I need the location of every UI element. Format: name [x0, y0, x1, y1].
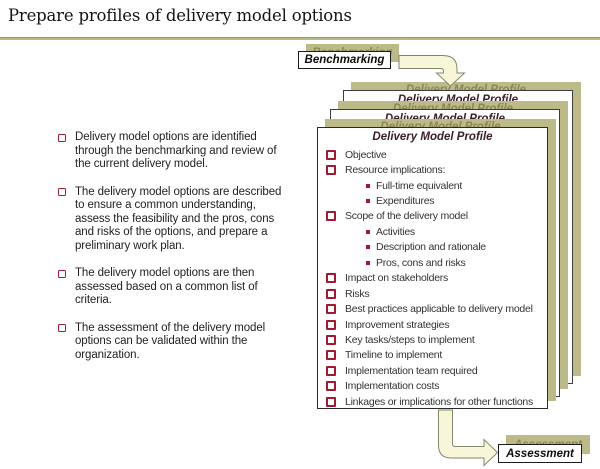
profile-card-item-text: Linkages or implications for other funct…	[345, 395, 534, 408]
left-bullet-text: The assessment of the delivery model opt…	[75, 321, 266, 361]
left-bullet-panel: Delivery model options are identified th…	[58, 131, 290, 376]
profile-card-item-text: Description and rationale	[376, 241, 486, 254]
benchmarking-box: Benchmarking	[298, 51, 391, 69]
square-bullet-icon	[58, 133, 66, 142]
profile-card-item-text: Best practices applicable to delivery mo…	[345, 303, 533, 316]
assessment-label: Assessment	[506, 447, 574, 460]
profile-card-item-text: Resource implications:	[345, 164, 446, 177]
small-square-bullet-icon	[366, 260, 370, 265]
open-square-bullet-icon	[326, 319, 336, 330]
profile-to-assessment-arrow-icon	[438, 409, 499, 467]
profile-card-item-text: Risks	[345, 287, 370, 300]
small-square-bullet-icon	[366, 229, 370, 234]
small-square-bullet-icon	[366, 199, 370, 204]
left-bullet-paragraph: The delivery model options are described…	[58, 186, 288, 254]
assessment-box: Assessment	[498, 444, 582, 463]
small-square-bullet-icon	[366, 183, 370, 188]
profile-card-item-text: Improvement strategies	[345, 318, 450, 331]
profile-card-item-text: Key tasks/steps to implement	[345, 333, 475, 346]
open-square-bullet-icon	[326, 396, 336, 407]
profile-card-item: Risks	[318, 286, 547, 301]
profile-card-item: Key tasks/steps to implement	[318, 332, 547, 347]
profile-card-item: Full-time equivalent	[318, 178, 547, 193]
left-bullet-paragraph: Delivery model options are identified th…	[58, 131, 288, 172]
profile-card-item-text: Full-time equivalent	[376, 179, 463, 192]
profile-card-item-text: Objective	[345, 148, 387, 161]
page-title: Prepare profiles of delivery model optio…	[8, 6, 352, 25]
profile-card-item: Implementation costs	[318, 379, 547, 394]
open-square-bullet-icon	[326, 273, 336, 284]
benchmarking-label: Benchmarking	[304, 54, 385, 66]
title-divider-line	[0, 37, 600, 40]
profile-card-item-text: Implementation costs	[345, 380, 440, 393]
profile-card-item: Description and rationale	[318, 240, 547, 255]
profile-card-item-text: Expenditures	[376, 195, 435, 208]
profile-card-item-text: Timeline to implement	[345, 349, 443, 362]
profile-card-item-text: Activities	[376, 225, 415, 238]
open-square-bullet-icon	[326, 350, 336, 361]
profile-card-item-text: Implementation team required	[345, 364, 478, 377]
left-bullet-text: Delivery model options are identified th…	[75, 131, 277, 170]
open-square-bullet-icon	[326, 288, 336, 299]
profile-card-item-text: Pros, cons and risks	[376, 256, 466, 269]
open-square-bullet-icon	[326, 334, 336, 345]
profile-card-item: Improvement strategies	[318, 317, 547, 332]
left-bullet-text: The delivery model options are then asse…	[75, 267, 258, 306]
profile-card-item: Pros, cons and risks	[318, 255, 547, 270]
small-square-bullet-icon	[366, 245, 370, 250]
left-bullet-paragraph: The assessment of the delivery model opt…	[58, 322, 288, 363]
profile-card-item: Scope of the delivery model	[318, 209, 547, 224]
profile-card-item: Impact on stakeholders	[318, 271, 547, 286]
profile-card-item-text: Impact on stakeholders	[345, 272, 449, 285]
profile-card-title: Delivery Model Profile	[372, 131, 493, 143]
profile-card-item: Linkages or implications for other funct…	[318, 394, 547, 409]
open-square-bullet-icon	[326, 365, 336, 376]
profile-card-item: Timeline to implement	[318, 348, 547, 363]
profile-card-item: Implementation team required	[318, 363, 547, 378]
square-bullet-icon	[58, 269, 66, 278]
profile-card-item: Expenditures	[318, 193, 547, 208]
profile-card-front: Delivery Model Profile Delivery Model Pr…	[317, 119, 556, 409]
open-square-bullet-icon	[326, 165, 336, 176]
open-square-bullet-icon	[326, 211, 336, 222]
profile-card-item-text: Scope of the delivery model	[345, 210, 468, 223]
square-bullet-icon	[58, 324, 66, 332]
profile-card-item: Best practices applicable to delivery mo…	[318, 301, 547, 316]
open-square-bullet-icon	[326, 304, 336, 315]
left-bullet-text: The delivery model options are described…	[75, 185, 282, 252]
profile-card-item: Objective	[318, 147, 547, 162]
square-bullet-icon	[58, 188, 66, 196]
profile-card-item: Resource implications:	[318, 162, 547, 177]
open-square-bullet-icon	[326, 381, 336, 392]
left-bullet-paragraph: The delivery model options are then asse…	[58, 267, 288, 308]
profile-card-item: Activities	[318, 224, 547, 239]
open-square-bullet-icon	[326, 149, 336, 160]
